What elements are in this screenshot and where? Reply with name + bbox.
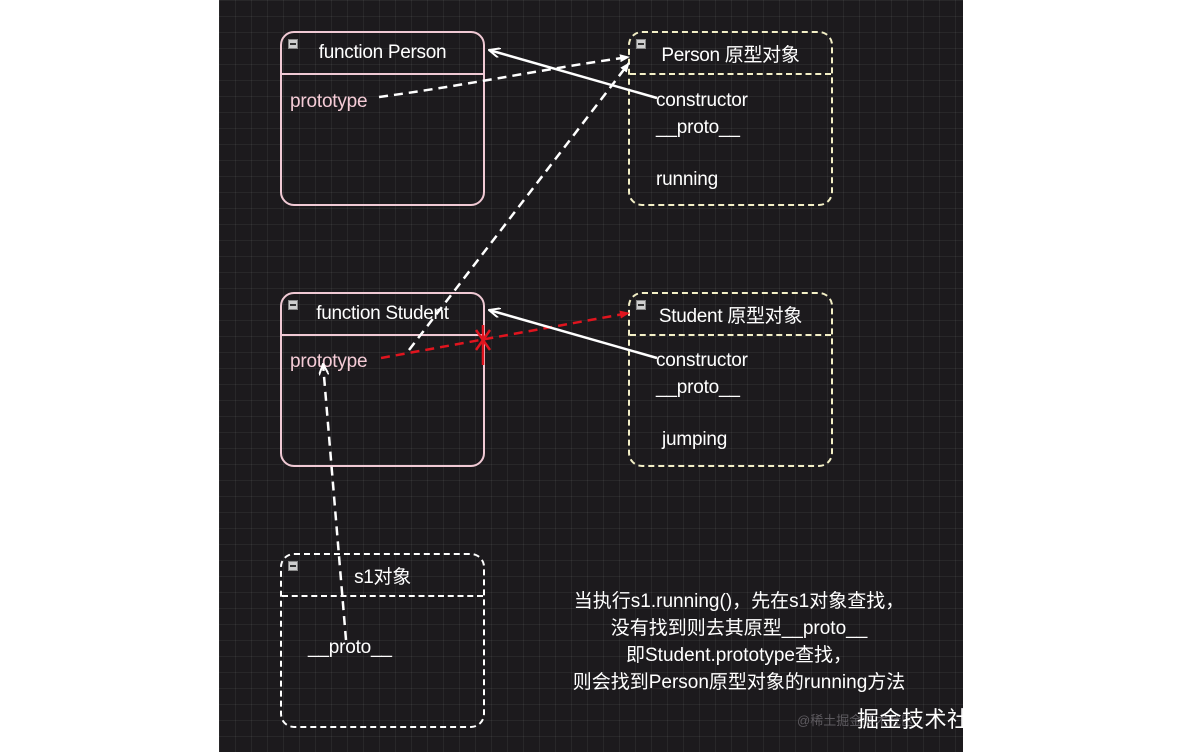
watermark: 掘金技术社区 @ 你会发光耶 [857,707,1141,732]
field-prototype: prototype [290,351,368,372]
collapse-icon[interactable] [288,39,298,49]
explanation-line: 则会找到Person原型对象的running方法 [572,672,906,693]
explanation-text: 当执行s1.running()，先在s1对象查找， 没有找到则去其原型__pro… [519,588,959,696]
field-constructor: constructor [656,90,748,111]
node-title: function Person [318,42,447,63]
node-title: s1对象 [354,566,411,588]
explanation-line: 当执行s1.running()，先在s1对象查找， [573,591,905,612]
node-title: Person 原型对象 [661,44,800,66]
explanation-line: 即Student.prototype查找， [626,645,852,666]
diagram-canvas: function Person prototype Person 原型对象 co… [219,0,963,752]
node-divider [282,334,483,336]
field-jumping: jumping [662,429,728,450]
field-prototype: prototype [290,91,368,112]
node-divider [282,595,483,597]
collapse-icon[interactable] [288,300,298,310]
watermark-faint: @稀土掘金技术社区 [797,713,915,728]
field-proto: __proto__ [308,637,392,658]
student-prototype-node[interactable]: Student 原型对象 constructor __proto__ jumpi… [628,292,833,467]
node-title: function Student [316,303,449,324]
explanation-line: 没有找到则去其原型__proto__ [610,618,868,639]
field-constructor: constructor [656,350,748,371]
node-divider [630,73,831,75]
function-person-node[interactable]: function Person prototype [280,31,485,206]
function-student-node[interactable]: function Student prototype [280,292,485,467]
field-running: running [656,169,718,190]
s1-object-node[interactable]: s1对象 __proto__ [280,553,485,728]
field-proto: __proto__ [656,377,740,398]
node-divider [630,334,831,336]
node-title: Student 原型对象 [658,305,803,327]
collapse-icon[interactable] [288,561,298,571]
collapse-icon[interactable] [636,39,646,49]
field-proto: __proto__ [656,117,740,138]
node-divider [282,73,483,75]
person-prototype-node[interactable]: Person 原型对象 constructor __proto__ runnin… [628,31,833,206]
